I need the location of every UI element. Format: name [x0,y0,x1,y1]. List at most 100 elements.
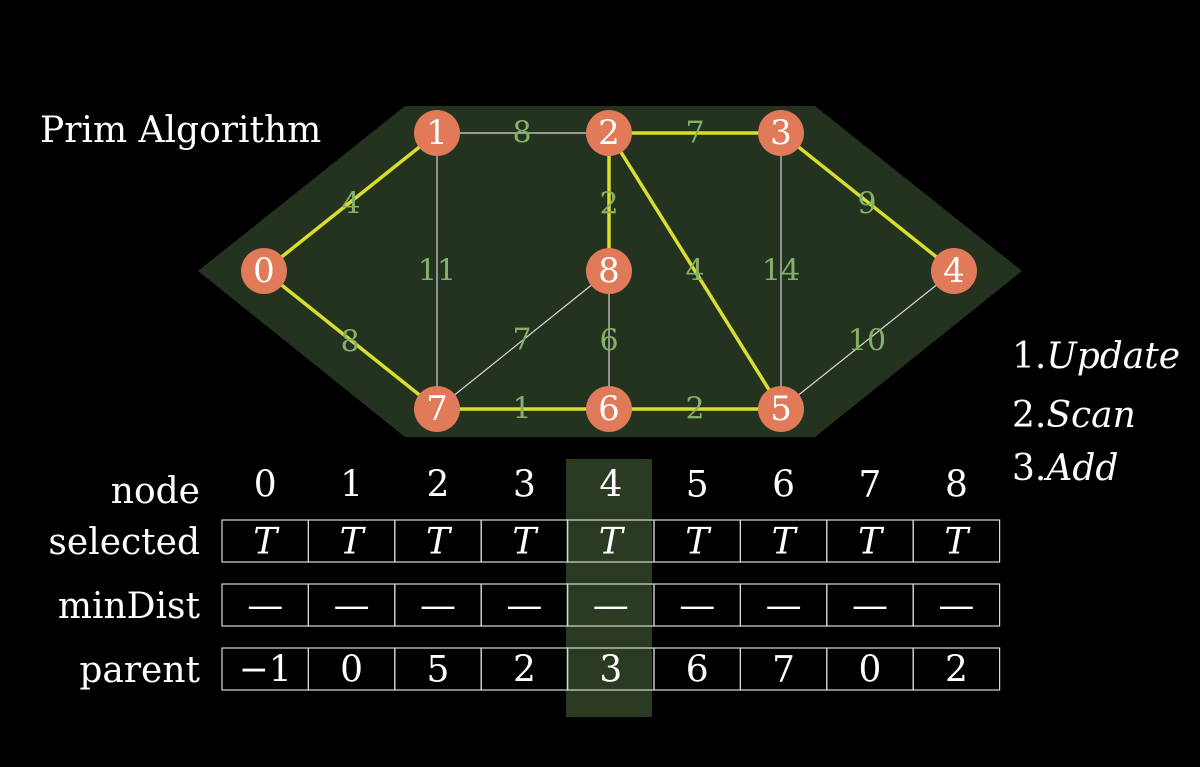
cell-selected-2: T [426,522,453,563]
node-circle-6 [586,386,632,432]
cell-minDist-7: — [852,586,888,627]
graph-node-8: 8 [586,248,632,294]
node-circle-3 [758,110,804,156]
step-2: 2.Scan [1012,395,1136,436]
cell-minDist-8: — [938,586,974,627]
step-word-3: Add [1043,448,1118,489]
node-label-3: 3 [770,113,792,153]
cell-minDist-3: — [506,586,542,627]
cell-minDist-1: — [334,586,370,627]
header-cell-3: 3 [513,465,536,506]
edge-3-4 [779,131,956,273]
edge-0-7 [262,269,439,411]
node-circle-2 [586,110,632,156]
cell-minDist-4: — [593,586,629,627]
step-number-1: 1. [1012,336,1046,377]
header-cell-8: 8 [945,465,968,506]
node-label-2: 2 [598,113,620,153]
graph-node-6: 6 [586,386,632,432]
graph-node-2: 2 [586,110,632,156]
header-cell-0: 0 [254,465,277,506]
cell-selected-4: T [599,522,626,563]
row-label-selected: selected [48,522,200,563]
graph-node-5: 5 [758,386,804,432]
step-number-3: 3. [1012,448,1046,489]
header-cell-7: 7 [859,465,882,506]
graph-node-1: 1 [414,110,460,156]
edge-4-5 [780,270,955,410]
graph-nodes: 0 1 2 3 4 5 6 7 8 [241,110,977,432]
node-circle-0 [241,248,287,294]
cell-selected-1: T [340,522,367,563]
cell-box-parent-8 [912,647,1001,691]
cell-selected-7: T [858,522,885,563]
node-label-0: 0 [253,251,275,291]
node-label-7: 7 [426,389,448,429]
cell-minDist-6: — [766,586,802,627]
row-label-node: node [111,471,200,512]
node-circle-1 [414,110,460,156]
node-circle-5 [758,386,804,432]
edge-weight-6-5: 2 [685,392,704,427]
cell-selected-0: T [253,522,280,563]
node-label-1: 1 [426,113,448,153]
edge-weight-2-3: 7 [685,116,704,151]
edge-weight-2-5: 4 [685,254,704,289]
cell-minDist-0: — [247,586,283,627]
edge-weight-7-6: 1 [512,392,531,427]
edge-weight-0-7: 8 [340,325,359,360]
step-word-1: Update [1046,336,1180,377]
cell-box-selected-8 [912,519,1001,563]
cell-selected-5: T [685,522,712,563]
header-cell-6: 6 [772,465,795,506]
cell-parent-0: −1 [239,650,292,691]
step-3: 3.Add [1012,448,1118,489]
node-label-6: 6 [598,389,620,429]
edge-weight-1-2: 8 [512,116,531,151]
cell-parent-2: 5 [427,650,450,691]
step-word-2: Scan [1046,395,1135,436]
edge-weight-3-5: 14 [762,254,800,289]
step-1: 1.Update [1012,336,1180,377]
cell-minDist-5: — [679,586,715,627]
edge-7-8 [436,270,610,410]
header-cell-4: 4 [599,465,622,506]
edge-weight-0-1: 4 [341,187,360,222]
edge-weight-2-8: 2 [599,187,618,222]
node-circle-8 [586,248,632,294]
cell-box-minDist-8 [912,583,1001,627]
edge-weight-7-8: 7 [512,323,531,358]
cell-selected-3: T [512,522,539,563]
edge-2-5 [607,132,783,410]
cell-parent-1: 0 [340,650,363,691]
cell-parent-7: 0 [859,650,882,691]
cell-selected-8: T [944,522,971,563]
edge-weight-8-6: 6 [599,324,618,359]
column-highlight [566,459,652,717]
node-circle-7 [414,386,460,432]
node-label-4: 4 [943,251,965,291]
header-cell-2: 2 [427,465,450,506]
row-label-minDist: minDist [58,586,201,627]
cell-parent-3: 2 [513,650,536,691]
header-cell-5: 5 [686,465,709,506]
graph-node-0: 0 [241,248,287,294]
edge-0-1 [262,131,439,273]
graph-node-3: 3 [758,110,804,156]
edge-weight-4-5: 10 [848,324,886,359]
cell-parent-5: 6 [686,650,709,691]
node-circle-4 [931,248,977,294]
edge-weight-1-7: 11 [418,254,456,289]
node-label-8: 8 [598,251,620,291]
node-label-5: 5 [770,389,792,429]
header-cell-1: 1 [340,465,363,506]
step-number-2: 2. [1012,395,1046,436]
edge-weight-3-4: 9 [857,187,876,222]
cell-selected-6: T [772,522,799,563]
graph-node-7: 7 [414,386,460,432]
cell-parent-6: 7 [772,650,795,691]
page-title: Prim Algorithm [40,110,321,151]
